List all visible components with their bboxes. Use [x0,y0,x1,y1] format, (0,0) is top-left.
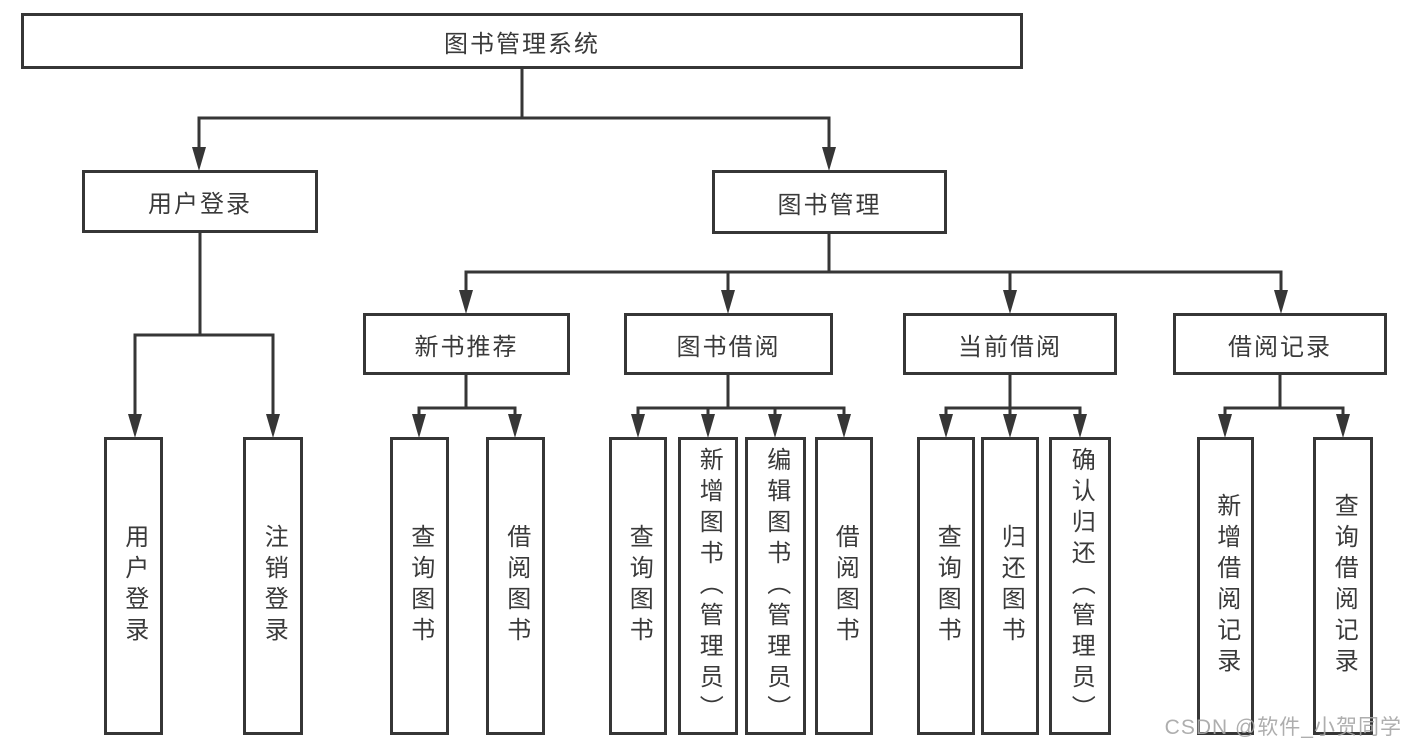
leaf-user-login: 用户登录 [104,437,163,735]
node-borrow-records: 借阅记录 [1173,313,1387,375]
node-user-login: 用户登录 [82,170,318,233]
leaf-confirm-return-admin-label: 确认归还（管理员） [1067,446,1095,726]
node-system-root: 图书管理系统 [21,13,1023,69]
leaf-query-books-current: 查询图书 [917,437,975,735]
leaf-edit-book-admin-label: 编辑图书（管理员） [762,446,790,726]
leaf-borrow-books-recommend-label: 借阅图书 [502,524,530,648]
leaf-user-login-label: 用户登录 [120,524,148,648]
connector-new-book-to-children [412,375,522,438]
leaf-query-borrow-record: 查询借阅记录 [1313,437,1373,735]
leaf-logout-label: 注销登录 [260,524,288,648]
leaf-borrow-books-recommend: 借阅图书 [486,437,545,735]
leaf-edit-book-admin: 编辑图书（管理员） [745,437,806,735]
connector-borrow-records-to-children [1218,375,1350,438]
leaf-query-borrow-record-label: 查询借阅记录 [1330,493,1358,679]
csdn-watermark: CSDN @软件_小贺同学 [1164,716,1402,739]
leaf-borrow-books: 借阅图书 [815,437,873,735]
leaf-return-book-label: 归还图书 [997,524,1025,648]
leaf-query-books-borrow: 查询图书 [609,437,667,735]
leaf-query-books-recommend: 查询图书 [390,437,449,735]
leaf-logout: 注销登录 [243,437,303,735]
node-current-borrow: 当前借阅 [903,313,1117,375]
leaf-add-book-admin: 新增图书（管理员） [678,437,738,735]
leaf-confirm-return-admin: 确认归还（管理员） [1049,437,1111,735]
leaf-query-books-current-label: 查询图书 [933,524,961,648]
connector-user-login-to-children [128,233,280,438]
leaf-query-books-recommend-label: 查询图书 [406,524,434,648]
leaf-add-borrow-record-label: 新增借阅记录 [1212,493,1240,679]
leaf-borrow-books-label: 借阅图书 [831,524,859,648]
connector-current-borrow-to-children [939,375,1087,438]
leaf-add-borrow-record: 新增借阅记录 [1197,437,1254,735]
node-book-borrow: 图书借阅 [624,313,833,375]
connector-book-management-to-level3 [459,234,1288,314]
connector-book-borrow-to-children [631,375,851,438]
connector-root-to-level2 [192,69,836,171]
leaf-query-books-borrow-label: 查询图书 [625,524,653,648]
node-book-management: 图书管理 [712,170,947,234]
node-new-book-recommend: 新书推荐 [363,313,570,375]
leaf-add-book-admin-label: 新增图书（管理员） [695,446,723,726]
leaf-return-book: 归还图书 [981,437,1039,735]
